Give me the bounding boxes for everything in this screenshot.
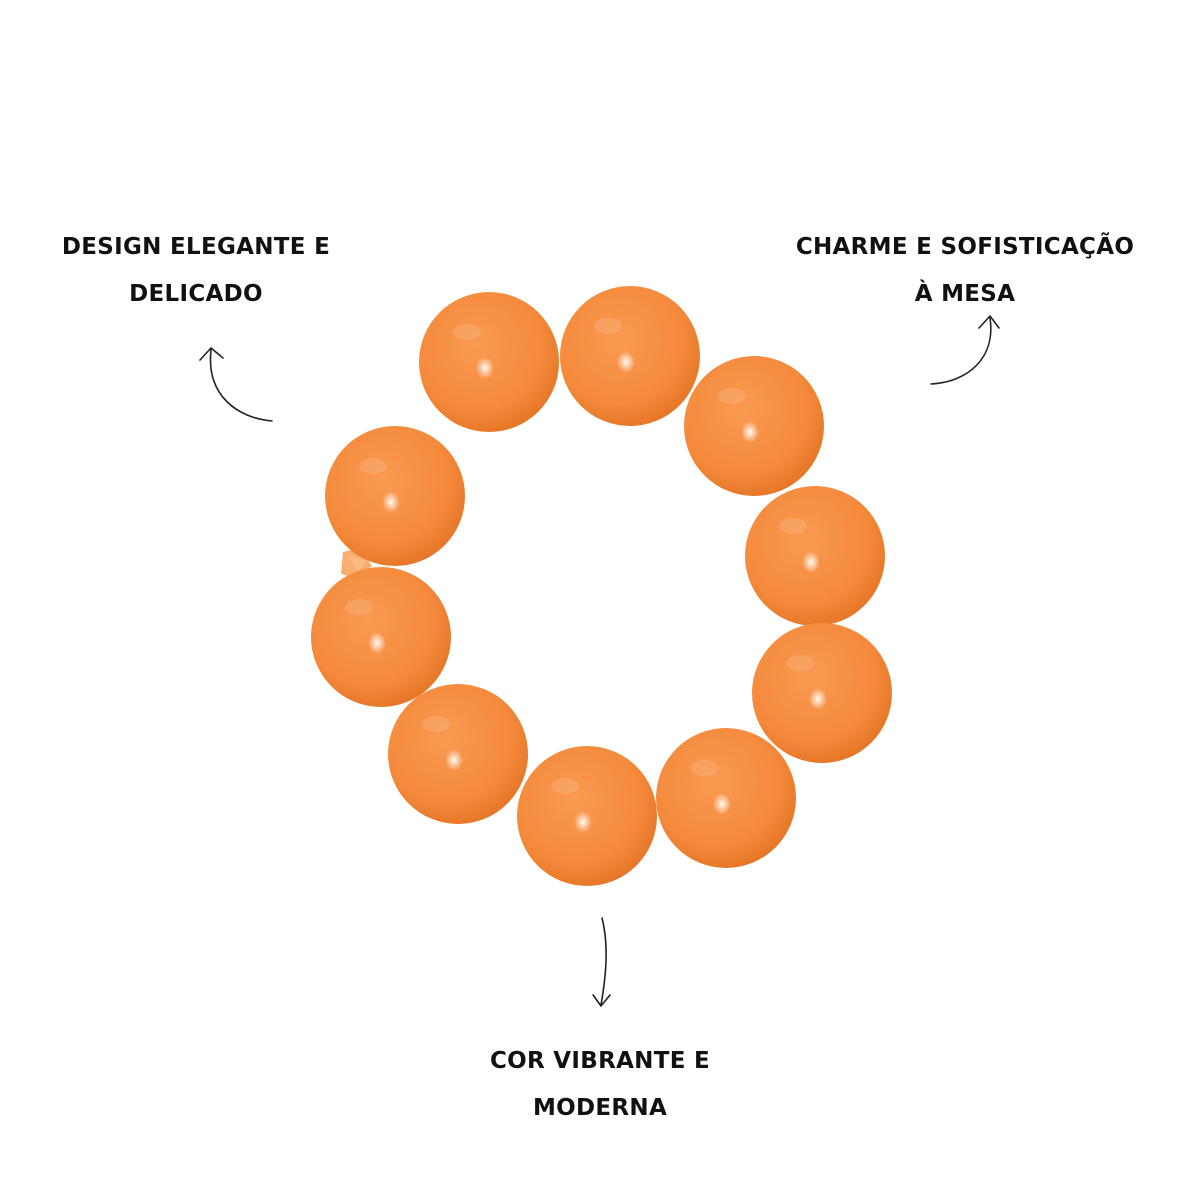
bead	[560, 286, 700, 426]
bead	[656, 728, 796, 868]
bead	[745, 486, 885, 626]
bead	[752, 623, 892, 763]
bead	[517, 746, 657, 886]
bead	[684, 356, 824, 496]
callout-color-line-2: MODERNA	[532, 1095, 668, 1121]
bead	[388, 684, 528, 824]
callout-design-line-1: DESIGN ELEGANTE E	[61, 234, 331, 260]
bead	[325, 426, 465, 566]
callout-design-line-2: DELICADO	[129, 281, 263, 307]
bead	[419, 292, 559, 432]
callout-color-line-1: COR VIBRANTE E	[489, 1048, 711, 1074]
feature-callout-design: DESIGN ELEGANTE E DELICADO	[46, 224, 346, 318]
feature-callout-color: COR VIBRANTE E MODERNA	[450, 1038, 750, 1132]
feature-callout-charm: CHARME E SOFISTICAÇÃO À MESA	[780, 224, 1150, 318]
callout-charm-line-1: CHARME E SOFISTICAÇÃO	[795, 234, 1135, 260]
bead	[311, 567, 451, 707]
callout-charm-line-2: À MESA	[914, 281, 1016, 307]
